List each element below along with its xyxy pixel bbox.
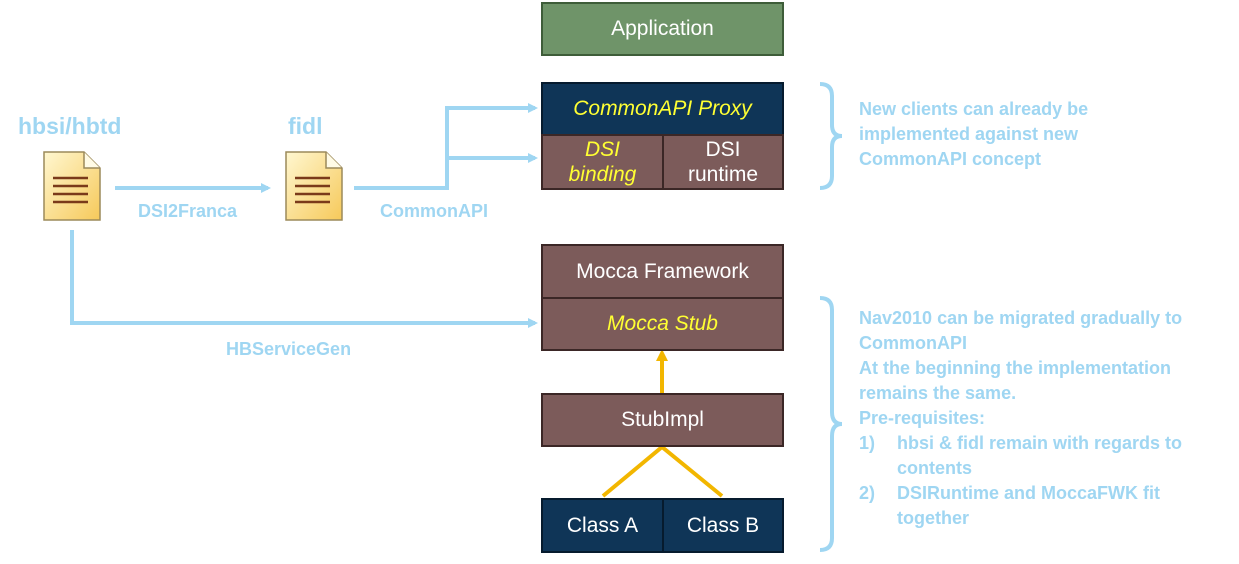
bottom-note-intro: Nav2010 can be migrated gradually to Com… <box>859 308 1183 353</box>
mocca-stub-box: Mocca Stub <box>541 297 784 351</box>
dsi2franca-label: DSI2Franca <box>138 201 238 221</box>
application-box: Application <box>541 2 784 56</box>
bottom-brace <box>819 296 843 552</box>
top-note: New clients can already be implemented a… <box>859 99 1089 169</box>
stubimpl-box: StubImpl <box>541 393 784 447</box>
dsi-runtime-box: DSI runtime <box>662 134 784 190</box>
hbsi-document-icon <box>43 151 101 221</box>
prereq-item-2: 2) DSIRuntime and MoccaFWK fit together <box>859 481 1219 531</box>
top-brace <box>819 82 843 190</box>
hbsi-label: hbsi/hbtd <box>18 113 122 139</box>
commonapi-proxy-box: CommonAPI Proxy <box>541 82 784 136</box>
dsi-binding-box: DSI binding <box>541 134 664 190</box>
prereq-item-1: 1) hbsi & fidl remain with regards to co… <box>859 431 1219 481</box>
prereq-heading: Pre-requisites: <box>859 408 986 428</box>
mocca-framework-box: Mocca Framework <box>541 244 784 299</box>
prereq-item-1-num: 1) <box>859 433 876 453</box>
commonapi-arrow-proxy <box>354 103 538 190</box>
classes-to-stubimpl-lines <box>601 444 724 498</box>
fidl-label: fidl <box>288 113 323 139</box>
commonapi-label: CommonAPI <box>380 201 488 221</box>
prereq-item-2-text: DSIRuntime and MoccaFWK fit together <box>897 483 1161 528</box>
prereq-item-2-num: 2) <box>859 483 876 503</box>
bottom-note-intro2: At the beginning the implementation rema… <box>859 358 1171 403</box>
prereq-item-1-text: hbsi & fidl remain with regards to conte… <box>897 433 1183 478</box>
bottom-note: Nav2010 can be migrated gradually to Com… <box>859 306 1219 531</box>
hbservicegen-arrow <box>70 230 538 328</box>
fidl-document-icon <box>285 151 343 221</box>
class-a-box: Class A <box>541 498 664 553</box>
hbservicegen-label: HBServiceGen <box>226 339 352 359</box>
class-b-box: Class B <box>662 498 784 553</box>
